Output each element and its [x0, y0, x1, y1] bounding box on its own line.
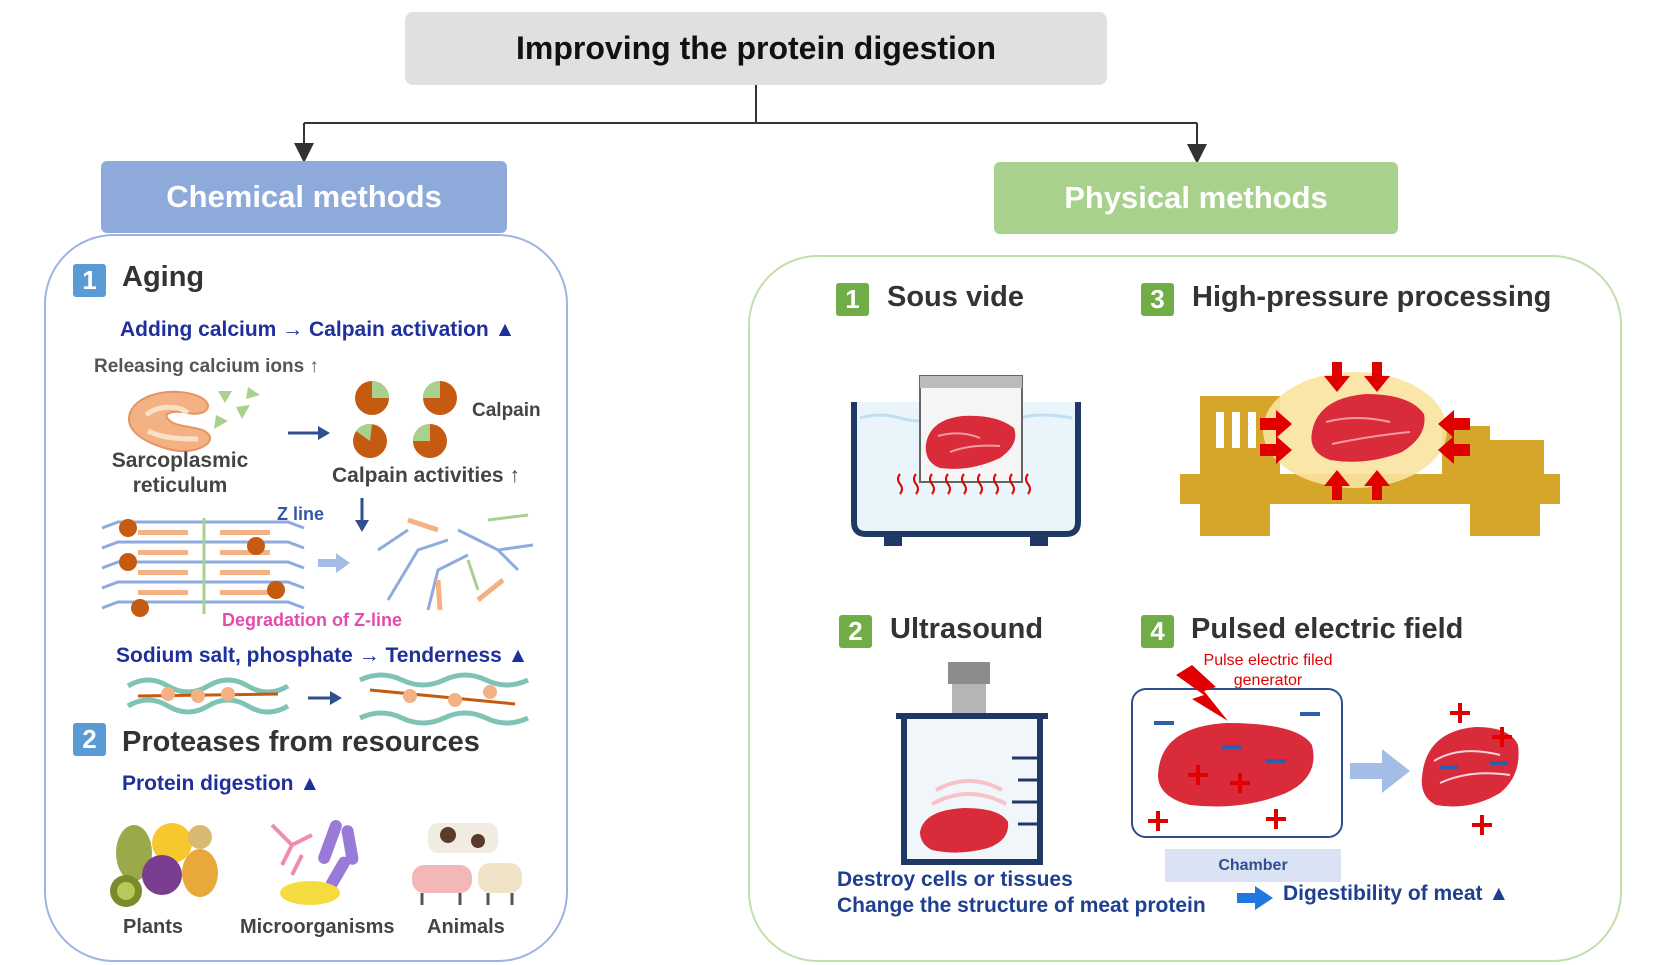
ultrasound-number-badge: 2 [839, 615, 872, 648]
lightning-bolt-icon [1176, 665, 1228, 721]
releasing-calcium-text: Releasing calcium ions ↑ [94, 356, 319, 377]
meat-steak-icon [1158, 723, 1314, 807]
chemical-methods-panel [44, 234, 568, 962]
hpp-title: High-pressure processing [1192, 281, 1552, 313]
chemical-methods-header: Chemical methods [101, 161, 507, 233]
right-arrow-icon [288, 426, 330, 440]
proteases-title: Proteases from resources [122, 726, 480, 758]
ultrasound-title: Ultrasound [890, 613, 1044, 645]
physical-methods-header: Physical methods [994, 162, 1398, 234]
calcium-calpain-line: Adding calcium → Calpain activation ▲ [120, 318, 516, 341]
physical-methods-panel [748, 255, 1622, 962]
sarcoplasmic-reticulum-icon [128, 387, 260, 453]
meat-steak-icon [1311, 394, 1425, 462]
proteases-number-badge: 2 [73, 723, 106, 756]
protein-digestion-line: Protein digestion ▲ [122, 772, 321, 795]
myofibril-icon [101, 518, 305, 617]
right-arrow-icon [318, 553, 350, 573]
sarcoplasmic-reticulum-label: Sarcoplasmic reticulum [111, 449, 249, 497]
effect-line-1: Destroy cells or tissues [837, 868, 1073, 891]
effect-line-2: Change the structure of meat protein [837, 894, 1206, 917]
digestibility-result: Digestibility of meat ▲ [1283, 882, 1510, 905]
sous-vide-title: Sous vide [887, 281, 1024, 313]
calpain-activities-label: Calpain activities ↑ [332, 464, 520, 487]
chamber-label: Chamber [1165, 849, 1341, 882]
z-line-label: Z line [277, 504, 325, 524]
protein-strand-loosened-icon [358, 672, 530, 726]
source-microorganisms: Microorganisms [240, 916, 395, 938]
water-bath-icon [851, 375, 1081, 546]
source-plants: Plants [123, 916, 184, 938]
down-arrow-icon [355, 498, 369, 532]
pef-number-badge: 4 [1141, 615, 1174, 648]
sodium-salt-line: Sodium salt, phosphate → Tenderness ▲ [116, 644, 529, 667]
meat-steak-icon [1421, 727, 1519, 807]
aging-number-badge: 1 [73, 264, 106, 297]
pef-title: Pulsed electric field [1191, 613, 1464, 645]
source-animals: Animals [427, 916, 505, 938]
microorganism-icon [270, 820, 359, 905]
degraded-myofibril-icon [377, 513, 534, 611]
ultrasound-probe-icon [896, 662, 1048, 865]
pef-chamber-icon [1131, 665, 1519, 838]
livestock-icon [412, 823, 522, 905]
pef-generator-label: Pulse electric filed generator [1203, 652, 1333, 689]
degradation-z-line-label: Degradation of Z-line [222, 610, 402, 630]
aging-title: Aging [122, 261, 205, 293]
calpain-icon [353, 381, 457, 458]
calpain-label: Calpain [472, 400, 541, 421]
diagram-title: Improving the protein digestion [405, 12, 1107, 85]
protein-strand-icon [126, 677, 290, 715]
right-arrow-icon [308, 691, 342, 705]
fruit-icon [110, 823, 218, 907]
meat-steak-icon [925, 415, 1016, 469]
hpp-number-badge: 3 [1141, 283, 1174, 316]
meat-steak-icon [920, 808, 1009, 853]
high-pressure-machine-icon [1180, 362, 1560, 536]
right-arrow-icon [1237, 886, 1273, 910]
sous-vide-number-badge: 1 [836, 283, 869, 316]
